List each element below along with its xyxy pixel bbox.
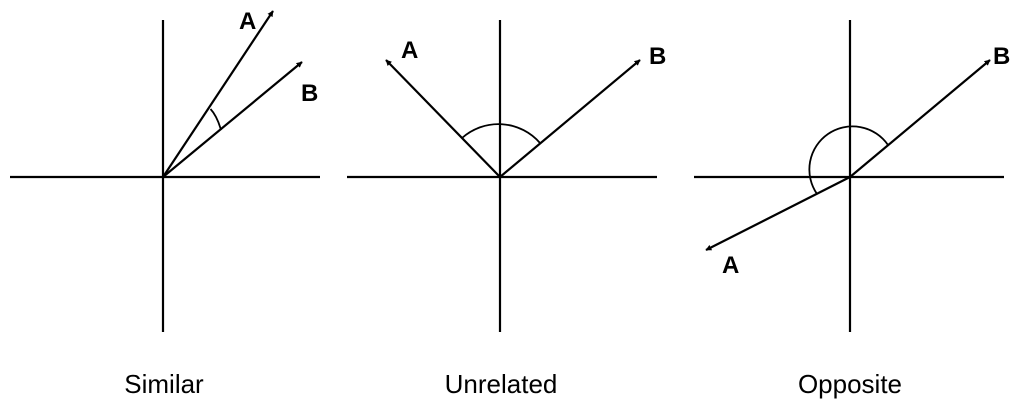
panel-caption: Similar xyxy=(124,369,204,399)
angle-arc xyxy=(808,125,889,195)
panel-caption: Opposite xyxy=(798,369,902,399)
vector-b-label: B xyxy=(993,43,1010,70)
vector-a-label: A xyxy=(722,252,739,279)
vector-b-arrow xyxy=(499,59,641,178)
panel-unrelated: A B Unrelated xyxy=(347,20,666,399)
panel-caption: Unrelated xyxy=(445,369,558,399)
angle-arc xyxy=(209,108,222,131)
angle-arc xyxy=(461,123,541,144)
vector-b-label: B xyxy=(649,43,666,70)
panel-similar: A B Similar xyxy=(10,8,320,399)
vector-a-arrow xyxy=(385,59,501,178)
vector-a-label: A xyxy=(239,8,256,35)
vector-b-arrow xyxy=(849,59,991,178)
vector-a-label: A xyxy=(401,37,418,64)
vector-b-label: B xyxy=(301,80,318,107)
panel-opposite: A B Opposite xyxy=(694,20,1010,399)
vector-b-arrow xyxy=(162,61,303,178)
vector-a-arrow xyxy=(705,176,851,251)
vector-a-arrow xyxy=(162,10,274,178)
